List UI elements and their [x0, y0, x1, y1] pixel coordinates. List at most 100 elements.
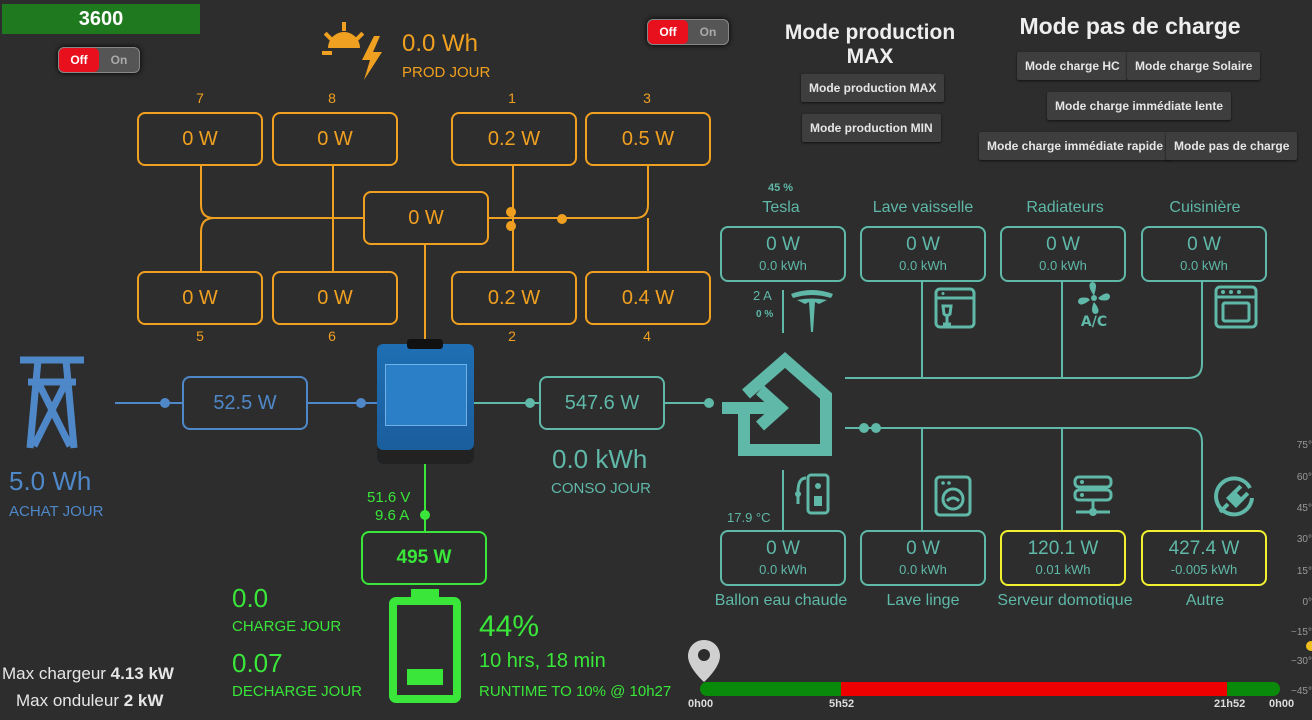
- toggle-on[interactable]: On: [699, 25, 717, 39]
- mode-charge-solaire-button[interactable]: Mode charge Solaire: [1127, 52, 1261, 80]
- daylight-timeline: [700, 682, 1280, 696]
- pv-string-box: 0.2 W: [451, 112, 577, 166]
- device-label-ballon: Ballon eau chaude: [714, 592, 848, 609]
- grid-achat-value: 5.0 Wh: [9, 466, 92, 496]
- timeline-label: 0h00: [1269, 698, 1295, 710]
- solar-prod-value: 0.0 Wh: [402, 30, 479, 57]
- tesla-icon: [791, 290, 833, 332]
- elevation-tick: 60°: [1296, 472, 1312, 483]
- device-energy: 0.0 kWh: [759, 258, 807, 273]
- elevation-tick: 75°: [1296, 440, 1312, 451]
- limit-onduleur: Max onduleur 2 kW: [16, 691, 163, 711]
- toggle-switch-left[interactable]: Off On: [58, 47, 140, 73]
- battery-runtime-label: RUNTIME TO 10% @ 10h27: [479, 683, 672, 700]
- location-pin-icon: [688, 640, 720, 682]
- device-energy: -0.005 kWh: [1170, 562, 1238, 577]
- device-label-lave-linge: Lave linge: [886, 592, 960, 609]
- pv-total-box: 0 W: [363, 191, 489, 245]
- pv-string-value: 0.4 W: [621, 286, 675, 309]
- mode-charge-hc-button[interactable]: Mode charge HC: [1017, 52, 1128, 80]
- elevation-tick: 15°: [1296, 566, 1312, 577]
- house-input-icon: [722, 352, 832, 456]
- battery-power-value: 495 W: [396, 547, 452, 568]
- elevation-tick: −45°: [1291, 686, 1312, 697]
- device-label-radiateurs: Radiateurs: [1026, 199, 1104, 216]
- pv-string-box: 0 W: [272, 112, 398, 166]
- battery-current: 9.6 A: [375, 507, 410, 524]
- timeline-label: 5h52: [829, 698, 855, 710]
- device-box-autre: 427.4 W-0.005 kWh: [1141, 530, 1267, 586]
- tesla-soc: 45 %: [768, 182, 794, 194]
- pv-string-value: 0 W: [317, 127, 353, 150]
- charge-mode-title: Mode pas de charge: [1019, 13, 1241, 39]
- washing-machine-icon: [934, 475, 972, 517]
- battery-decharge-label: DECHARGE JOUR: [232, 683, 363, 700]
- device-power: 0 W: [766, 234, 800, 255]
- grid-achat-label: ACHAT JOUR: [9, 503, 104, 520]
- device-energy: 0.0 kWh: [1180, 258, 1228, 273]
- battery-charge-value: 0.0: [232, 583, 269, 613]
- device-energy: 0.0 kWh: [899, 562, 947, 577]
- power-pylon-icon: [20, 356, 84, 449]
- mode-production-max-button[interactable]: Mode production MAX: [801, 74, 945, 102]
- device-box-cuisiniere: 0 W 0.0 kWh: [1141, 226, 1267, 282]
- solar-sun-icon: [322, 22, 382, 80]
- battery-icon: [389, 589, 461, 705]
- pv-string-box: 0 W: [137, 112, 263, 166]
- device-energy: 0.01 kWh: [1035, 562, 1091, 577]
- toggle-on[interactable]: On: [110, 53, 128, 67]
- elevation-axis: 75° 60° 45° 30° 15° 0° −15° −30° −45°: [1288, 440, 1312, 700]
- pv-total-value: 0 W: [408, 206, 444, 229]
- device-energy: 0.0 kWh: [1039, 258, 1087, 273]
- toggle-off[interactable]: Off: [648, 20, 688, 44]
- battery-runtime: 10 hrs, 18 min: [479, 650, 606, 672]
- limit-chargeur: Max chargeur 4.13 kW: [2, 664, 174, 684]
- pv-string-value: 0.2 W: [487, 127, 541, 150]
- limit-chargeur-label: Max chargeur: [2, 664, 106, 683]
- device-power: 0 W: [906, 234, 940, 255]
- mode-pas-de-charge-button[interactable]: Mode pas de charge: [1166, 132, 1298, 160]
- pv-string-box: 0.5 W: [585, 112, 711, 166]
- device-energy: 0.0 kWh: [899, 258, 947, 273]
- pv-num: 7: [196, 90, 204, 106]
- plug-icon: [1214, 476, 1254, 517]
- water-heater-icon: [795, 473, 830, 515]
- toggle-off[interactable]: Off: [59, 48, 99, 72]
- svg-text:A/C: A/C: [1081, 314, 1107, 328]
- device-label-serveur: Serveur domotique: [997, 592, 1133, 609]
- production-mode-title: Mode production MAX: [784, 21, 956, 68]
- top-counter: 3600: [2, 4, 200, 34]
- pv-num: 6: [328, 328, 336, 344]
- pv-string-value: 0 W: [317, 286, 353, 309]
- pv-num: 1: [508, 90, 516, 106]
- pv-num: 3: [643, 90, 651, 106]
- device-box-tesla: 0 W 0.0 kWh: [720, 226, 846, 282]
- dishwasher-icon: [934, 287, 976, 329]
- tesla-amps: 2 A: [753, 288, 772, 303]
- battery-soc: 44%: [479, 610, 540, 643]
- mode-charge-rapide-button[interactable]: Mode charge immédiate rapide: [979, 132, 1172, 160]
- elevation-tick: 0°: [1302, 597, 1312, 608]
- device-power: 0 W: [1187, 234, 1221, 255]
- battery-decharge-value: 0.07: [232, 648, 283, 678]
- pv-string-value: 0 W: [182, 286, 218, 309]
- limit-onduleur-value: 2 kW: [123, 691, 164, 710]
- timeline-label: 0h00: [688, 698, 714, 710]
- server-icon: [1073, 475, 1113, 516]
- pv-string-box: 0.2 W: [451, 271, 577, 325]
- device-power: 120.1 W: [1027, 538, 1099, 559]
- pv-string-value: 0.2 W: [487, 286, 541, 309]
- battery-charge-label: CHARGE JOUR: [232, 618, 342, 635]
- device-box-lave-vaisselle: 0 W 0.0 kWh: [860, 226, 986, 282]
- mode-charge-lente-button[interactable]: Mode charge immédiate lente: [1047, 92, 1232, 120]
- pv-string-value: 0.5 W: [621, 127, 675, 150]
- toggle-switch-center[interactable]: Off On: [647, 19, 729, 45]
- grid-power-box: 52.5 W: [182, 376, 308, 430]
- elevation-tick: −15°: [1291, 627, 1312, 638]
- device-label-autre: Autre: [1185, 592, 1225, 609]
- oven-icon: [1214, 285, 1258, 329]
- house-power-value: 547.6 W: [564, 391, 640, 414]
- mode-production-min-button[interactable]: Mode production MIN: [802, 114, 941, 142]
